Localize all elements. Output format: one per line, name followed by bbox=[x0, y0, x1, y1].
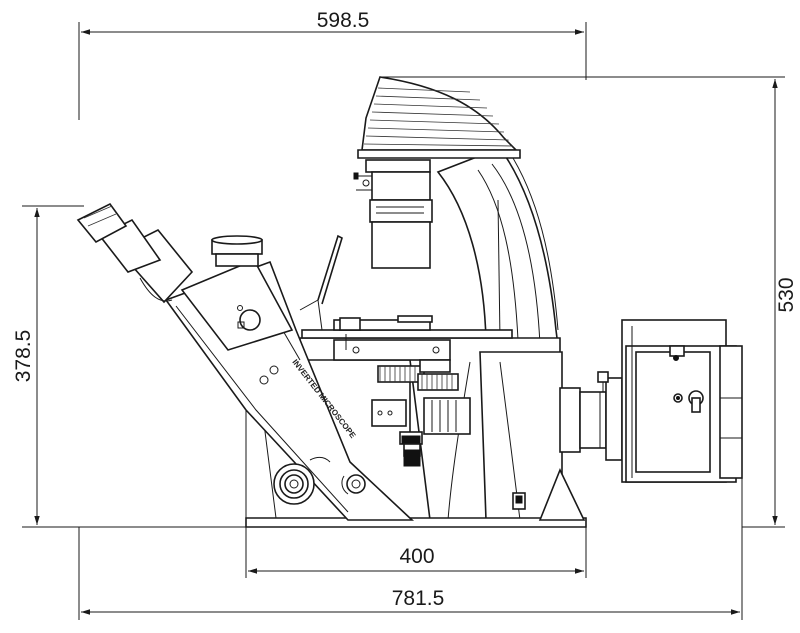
binocular-head: INVERTED MICROSCOPE bbox=[76, 202, 415, 521]
illumination-pillar bbox=[353, 76, 561, 363]
stage-control-knobs bbox=[377, 359, 459, 391]
base-width-label: 400 bbox=[399, 545, 434, 568]
eyepiece-height-label: 378.5 bbox=[12, 330, 35, 383]
focus-knob-fine bbox=[341, 474, 366, 495]
focus-knob-coarse bbox=[273, 463, 315, 505]
mechanical-stage bbox=[299, 234, 513, 467]
knob-arc bbox=[309, 456, 331, 463]
top-width-label: 598.5 bbox=[317, 9, 370, 32]
dimension-total-height: 530 bbox=[380, 76, 798, 528]
lamp-house bbox=[559, 319, 743, 483]
total-height-label: 530 bbox=[775, 277, 798, 312]
dimension-overall-width: 781.5 bbox=[78, 478, 743, 620]
dimension-top-width: 598.5 bbox=[78, 9, 587, 120]
dimension-eyepiece-height: 378.5 bbox=[12, 205, 246, 528]
dimension-base-width: 400 bbox=[245, 527, 587, 578]
overall-width-label: 781.5 bbox=[392, 587, 445, 610]
